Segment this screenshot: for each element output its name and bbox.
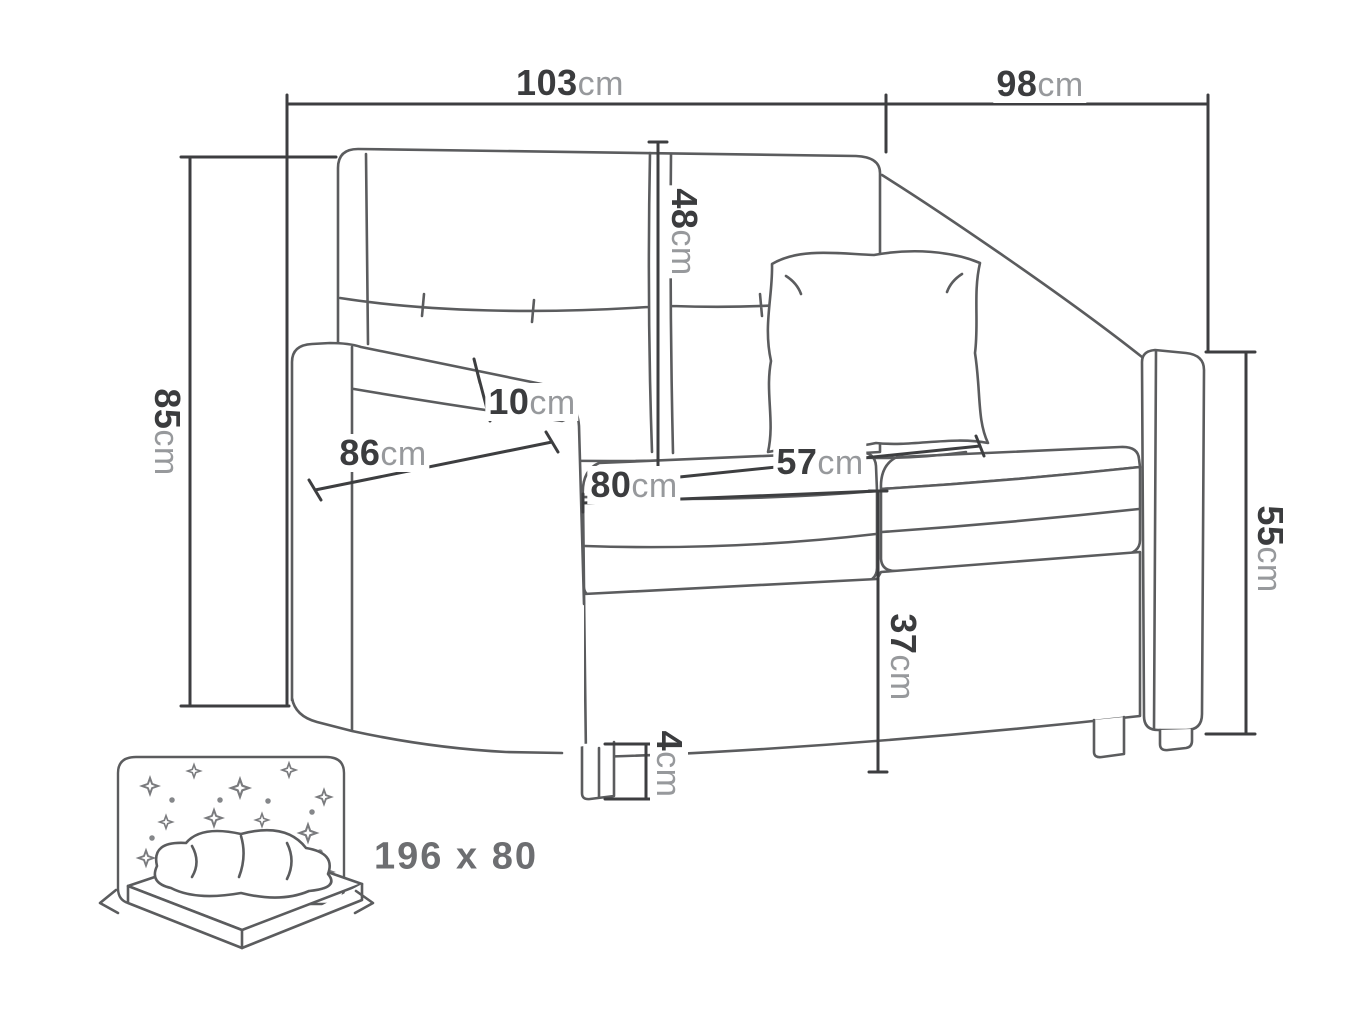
dim-value: 37 — [883, 613, 924, 655]
legs — [580, 715, 1126, 801]
dim-unit: cm — [147, 429, 185, 476]
dim-value: 4 — [649, 730, 690, 752]
dim-value: 85 — [147, 388, 188, 430]
dim-unit: cm — [664, 229, 702, 276]
dim-unit: cm — [577, 65, 624, 103]
dim-value: 55 — [1250, 505, 1291, 547]
right-armrest-seam — [1152, 349, 1158, 731]
pillow — [766, 249, 990, 460]
dim-unit: cm — [631, 467, 678, 505]
pillow-outline — [766, 249, 990, 454]
dim-lines-side-height — [1204, 350, 1257, 736]
dim-value: 103 — [516, 62, 578, 103]
dim-unit: cm — [883, 654, 921, 701]
dim-label-armrest-width: 10cm — [485, 381, 579, 422]
dim-lines-seat-height — [867, 489, 889, 774]
dim-value: 57 — [776, 441, 818, 482]
dim-unit: cm — [1250, 546, 1288, 593]
unfold-arrows — [98, 888, 375, 915]
blanket-folds — [190, 834, 293, 881]
right-leg — [1092, 715, 1126, 759]
sleeping-area-label: 196 x 80 — [374, 835, 538, 878]
dim-unit: cm — [380, 435, 427, 473]
right-side-top-edge — [880, 173, 1144, 359]
dim-value: 98 — [996, 63, 1038, 104]
dim-unit: cm — [817, 444, 864, 482]
dim-label-seat-width: 80cm — [587, 464, 681, 505]
sleeping-function-icon — [98, 755, 375, 950]
fold-out-bed — [98, 828, 375, 950]
dim-unit: cm — [1037, 66, 1084, 104]
right-cushion-front — [879, 465, 1142, 573]
dim-value: 86 — [339, 432, 381, 473]
dim-unit: cm — [649, 751, 687, 798]
dim-label-total-width: 103cm — [513, 64, 627, 102]
dim-label-leg-height: 4cm — [649, 727, 690, 801]
right-armrest-slab — [1140, 348, 1206, 732]
dim-value: 48 — [664, 188, 705, 230]
dim-label-total-height: 85cm — [147, 385, 188, 479]
dim-unit: cm — [529, 384, 576, 422]
dim-label-total-depth: 98cm — [993, 63, 1087, 104]
right-armrest — [1140, 348, 1206, 752]
dim-label-seat-height: 37cm — [883, 610, 924, 704]
dim-lines-armrest-depth — [307, 430, 560, 502]
dim-label-backrest-height: 48cm — [664, 185, 705, 279]
dim-lines-total-height — [179, 155, 338, 708]
dim-lines-total-depth — [884, 93, 1210, 354]
dim-value: 10 — [488, 381, 530, 422]
dim-value: 80 — [590, 464, 632, 505]
right-armrest-foot — [1158, 727, 1194, 752]
dim-label-seat-depth: 57cm — [773, 441, 867, 482]
dim-lines-leg-height — [603, 742, 657, 801]
mattress-right-side — [240, 882, 364, 950]
dim-label-armrest-depth: 86cm — [336, 432, 430, 473]
dim-label-side-height: 55cm — [1250, 502, 1291, 596]
cushion-seams — [583, 507, 1141, 549]
